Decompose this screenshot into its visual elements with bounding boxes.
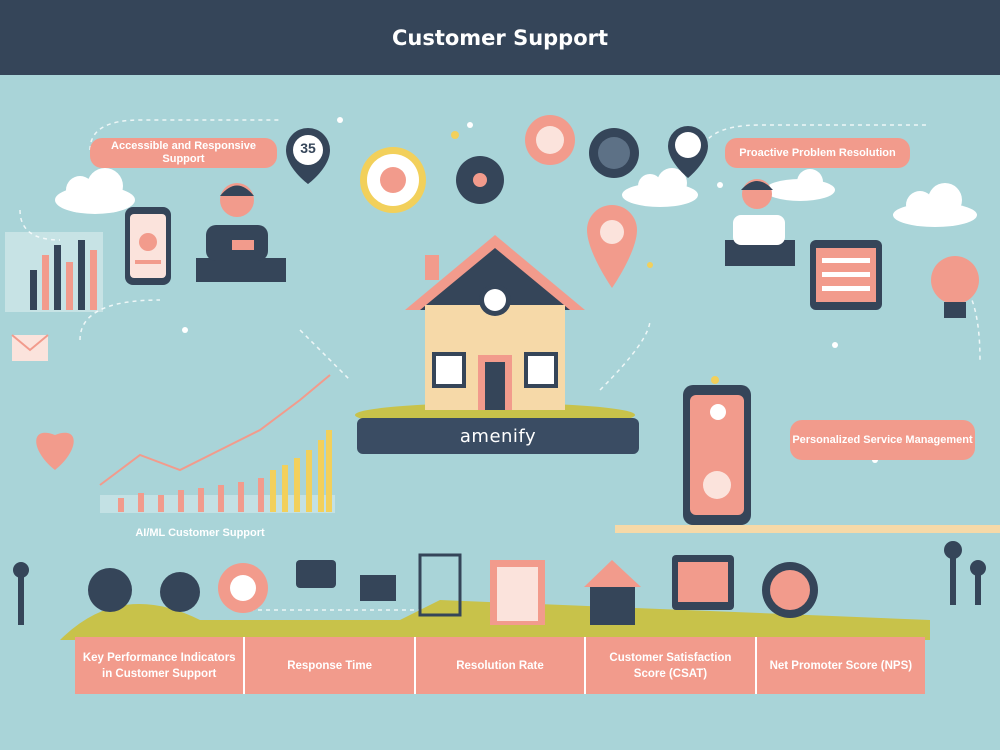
kpi-cell-response-time: Response Time bbox=[245, 637, 416, 694]
lightbulb-icon bbox=[931, 256, 979, 318]
accessible-support-label: Accessible and Responsive Support bbox=[90, 138, 277, 168]
bottom-scene bbox=[60, 553, 930, 640]
kpi-row: Key Performance Indicators in Customer S… bbox=[75, 637, 926, 694]
phone-right bbox=[683, 385, 751, 525]
decorative-circles bbox=[360, 115, 639, 213]
star-icon bbox=[451, 131, 719, 384]
left-bar-chart bbox=[5, 232, 103, 312]
support-agent-right bbox=[725, 179, 795, 266]
wrench-icon bbox=[13, 541, 986, 625]
location-pin-icon bbox=[286, 126, 708, 288]
envelope-icon bbox=[11, 334, 49, 361]
support-agent-left bbox=[196, 183, 286, 282]
proactive-resolution-label: Proactive Problem Resolution bbox=[725, 138, 910, 168]
house-illustration bbox=[355, 235, 635, 427]
heart-icon bbox=[36, 432, 74, 470]
tablet-right bbox=[810, 240, 882, 310]
kpi-cell-csat: Customer Satisfaction Score (CSAT) bbox=[586, 637, 757, 694]
growth-chart bbox=[99, 374, 335, 513]
aiml-support-label: AI/ML Customer Support bbox=[135, 527, 265, 539]
kpi-cell-overview: Key Performance Indicators in Customer S… bbox=[75, 637, 246, 694]
personalized-service-label: Personalized Service Management bbox=[790, 420, 975, 460]
phone-left bbox=[125, 207, 171, 285]
brand-logo: amenify bbox=[357, 418, 639, 454]
illustration-graphics bbox=[5, 115, 1000, 640]
badge-number: 35 bbox=[300, 140, 316, 156]
kpi-cell-resolution-rate: Resolution Rate bbox=[415, 637, 587, 694]
kpi-cell-nps: Net Promoter Score (NPS) bbox=[756, 637, 926, 694]
cloud-icon bbox=[55, 168, 977, 227]
page-title: Customer Support bbox=[0, 0, 1000, 75]
shelf bbox=[615, 525, 1000, 533]
